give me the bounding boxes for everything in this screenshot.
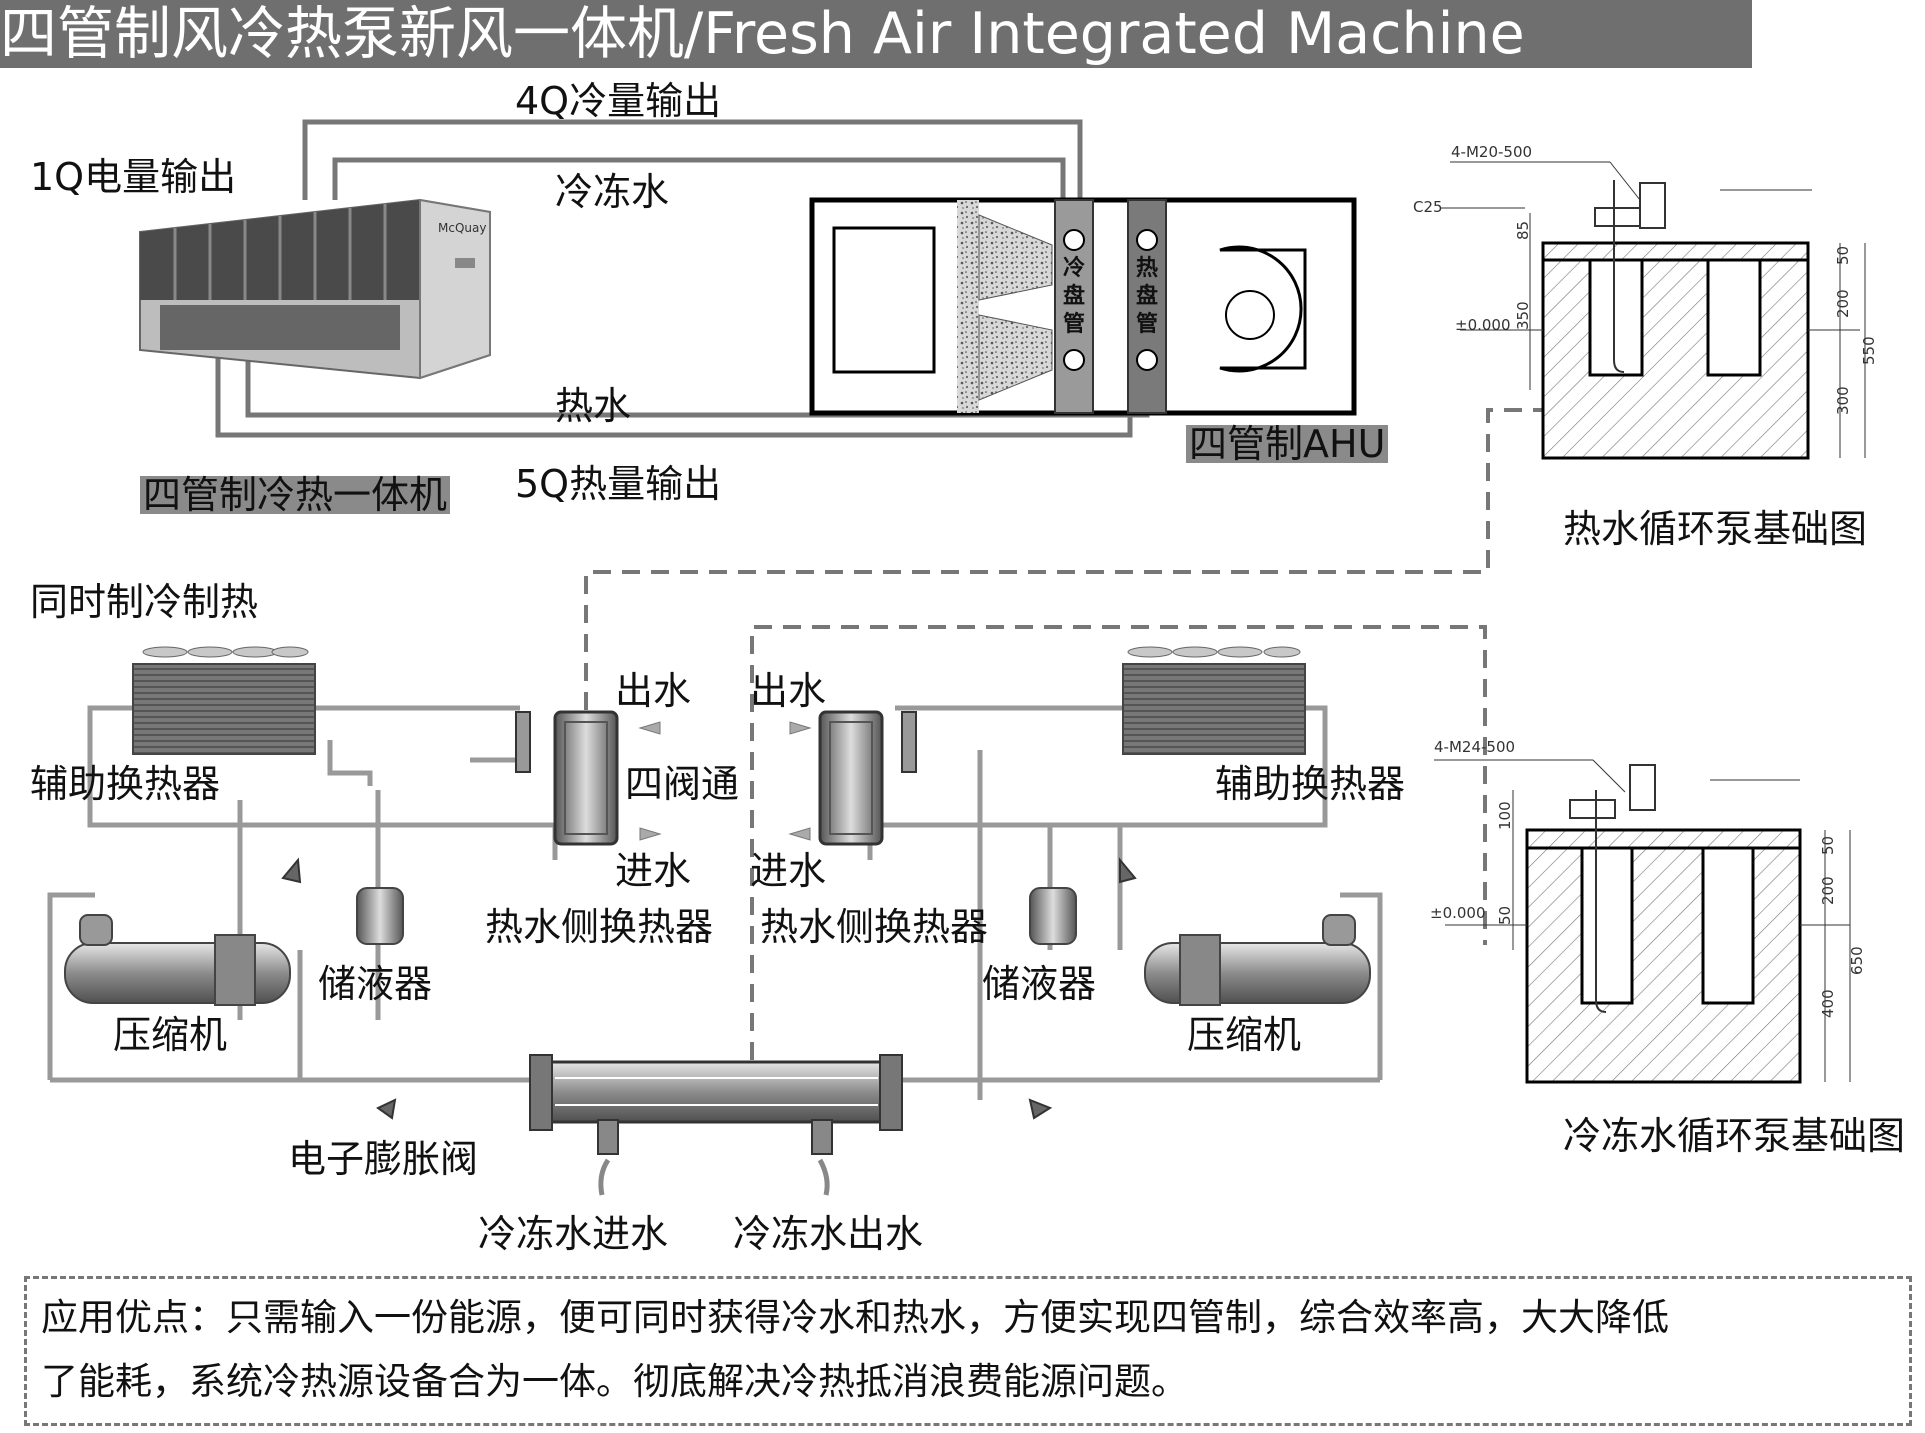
unit-brand: McQuay — [438, 221, 486, 235]
water-out-right-label: 出水 — [750, 669, 827, 713]
cold-pump-caption: 冷冻水循环泵基础图 — [1563, 1114, 1906, 1158]
electric-output-label: 1Q电量输出 — [30, 155, 237, 199]
receiver-left — [356, 887, 404, 945]
water-in-right-label: 进水 — [750, 849, 827, 893]
hot-bolt-label: 4-M20-500 — [1451, 143, 1532, 161]
hot-level-label: ±0.000 — [1455, 316, 1511, 334]
dashed-connections — [584, 408, 1543, 1060]
chilled-in-label: 冷冻水进水 — [478, 1212, 669, 1256]
unit-label: 四管制冷热一体机 — [140, 476, 451, 514]
aux-exchanger-left-label: 辅助换热器 — [30, 762, 221, 806]
four-way-valve-label: 四阀通 — [625, 762, 740, 806]
cold-coil-label: 冷盘管 — [1063, 256, 1086, 337]
cold-dim-b: 50 — [1496, 906, 1514, 925]
expansion-valve-label: 电子膨胀阀 — [288, 1137, 479, 1181]
cold-output-label: 4Q冷量输出 — [515, 79, 722, 123]
expansion-valves — [281, 857, 1137, 1120]
hot-pump-caption: 热水循环泵基础图 — [1563, 507, 1868, 551]
cold-dim-d: 200 — [1819, 876, 1837, 905]
compressor-right-label: 压缩机 — [1187, 1013, 1302, 1057]
hot-concrete-label: C25 — [1413, 198, 1443, 216]
chilled-out-label: 冷冻水出水 — [733, 1212, 924, 1256]
hot-water-label: 热水 — [555, 384, 632, 428]
cold-pump-foundation: 4-M24-500 ±0.000 100 50 50 200 650 400 — [1430, 738, 1866, 1084]
hot-dim-b: 350 — [1514, 301, 1532, 330]
cold-level-label: ±0.000 — [1430, 904, 1486, 922]
receiver-left-label: 储液器 — [318, 962, 433, 1006]
cold-dim-e: 650 — [1848, 946, 1866, 975]
simultaneous-heading: 同时制冷制热 — [30, 580, 259, 624]
ahu-label: 四管制AHU — [1186, 425, 1389, 463]
water-out-left-label: 出水 — [615, 669, 692, 713]
aux-exchanger-right-label: 辅助换热器 — [1215, 762, 1406, 806]
plate-heat-exchanger-left — [515, 710, 619, 846]
hot-dim-c: 50 — [1834, 246, 1852, 265]
evaporator-water-arrows — [598, 1158, 830, 1196]
page-title: 四管制风冷热泵新风一体机/Fresh Air Integrated Machin… — [0, 1, 1525, 67]
hot-dim-f: 300 — [1834, 386, 1852, 415]
cold-dim-f: 400 — [1819, 989, 1837, 1018]
hot-dim-d: 200 — [1834, 289, 1852, 318]
cold-dim-a: 100 — [1496, 801, 1514, 830]
receiver-right — [1029, 887, 1077, 945]
heat-output-label: 5Q热量输出 — [515, 462, 722, 506]
hot-dim-a: 85 — [1514, 221, 1532, 240]
aux-heat-exchanger-left — [132, 646, 316, 755]
hot-dim-e: 550 — [1860, 336, 1878, 365]
evaporator — [529, 1054, 903, 1155]
title-bar: 四管制风冷热泵新风一体机/Fresh Air Integrated Machin… — [0, 0, 1752, 68]
receiver-right-label: 储液器 — [982, 962, 1097, 1006]
plate-heat-exchanger-right — [818, 710, 917, 846]
compressor-left-label: 压缩机 — [113, 1013, 228, 1057]
chiller-unit: McQuay — [139, 198, 491, 380]
note-line-2: 了能耗，系统冷热源设备合为一体。彻底解决冷热抵消浪费能源问题。 — [41, 1360, 1188, 1403]
aux-heat-exchanger-right — [1122, 646, 1306, 755]
advantages-note: 应用优点：只需输入一份能源，便可同时获得冷水和热水，方便实现四管制，综合效率高，… — [24, 1276, 1912, 1426]
flow-arrows — [638, 721, 812, 841]
cold-bolt-label: 4-M24-500 — [1434, 738, 1515, 756]
cold-dim-c: 50 — [1819, 836, 1837, 855]
ahu-unit — [809, 197, 1357, 416]
hot-exchanger-left-label: 热水侧换热器 — [485, 905, 714, 949]
note-line-1: 应用优点：只需输入一份能源，便可同时获得冷水和热水，方便实现四管制，综合效率高，… — [41, 1296, 1669, 1339]
chilled-water-label: 冷冻水 — [555, 170, 670, 214]
hot-coil-label: 热盘管 — [1136, 256, 1159, 337]
water-in-left-label: 进水 — [615, 849, 692, 893]
hot-pump-foundation: 4-M20-500 C25 ±0.000 85 350 50 200 550 3… — [1413, 143, 1878, 460]
compressor-right — [1144, 914, 1371, 1006]
compressor-left — [64, 914, 291, 1006]
hot-exchanger-right-label: 热水侧换热器 — [760, 905, 989, 949]
